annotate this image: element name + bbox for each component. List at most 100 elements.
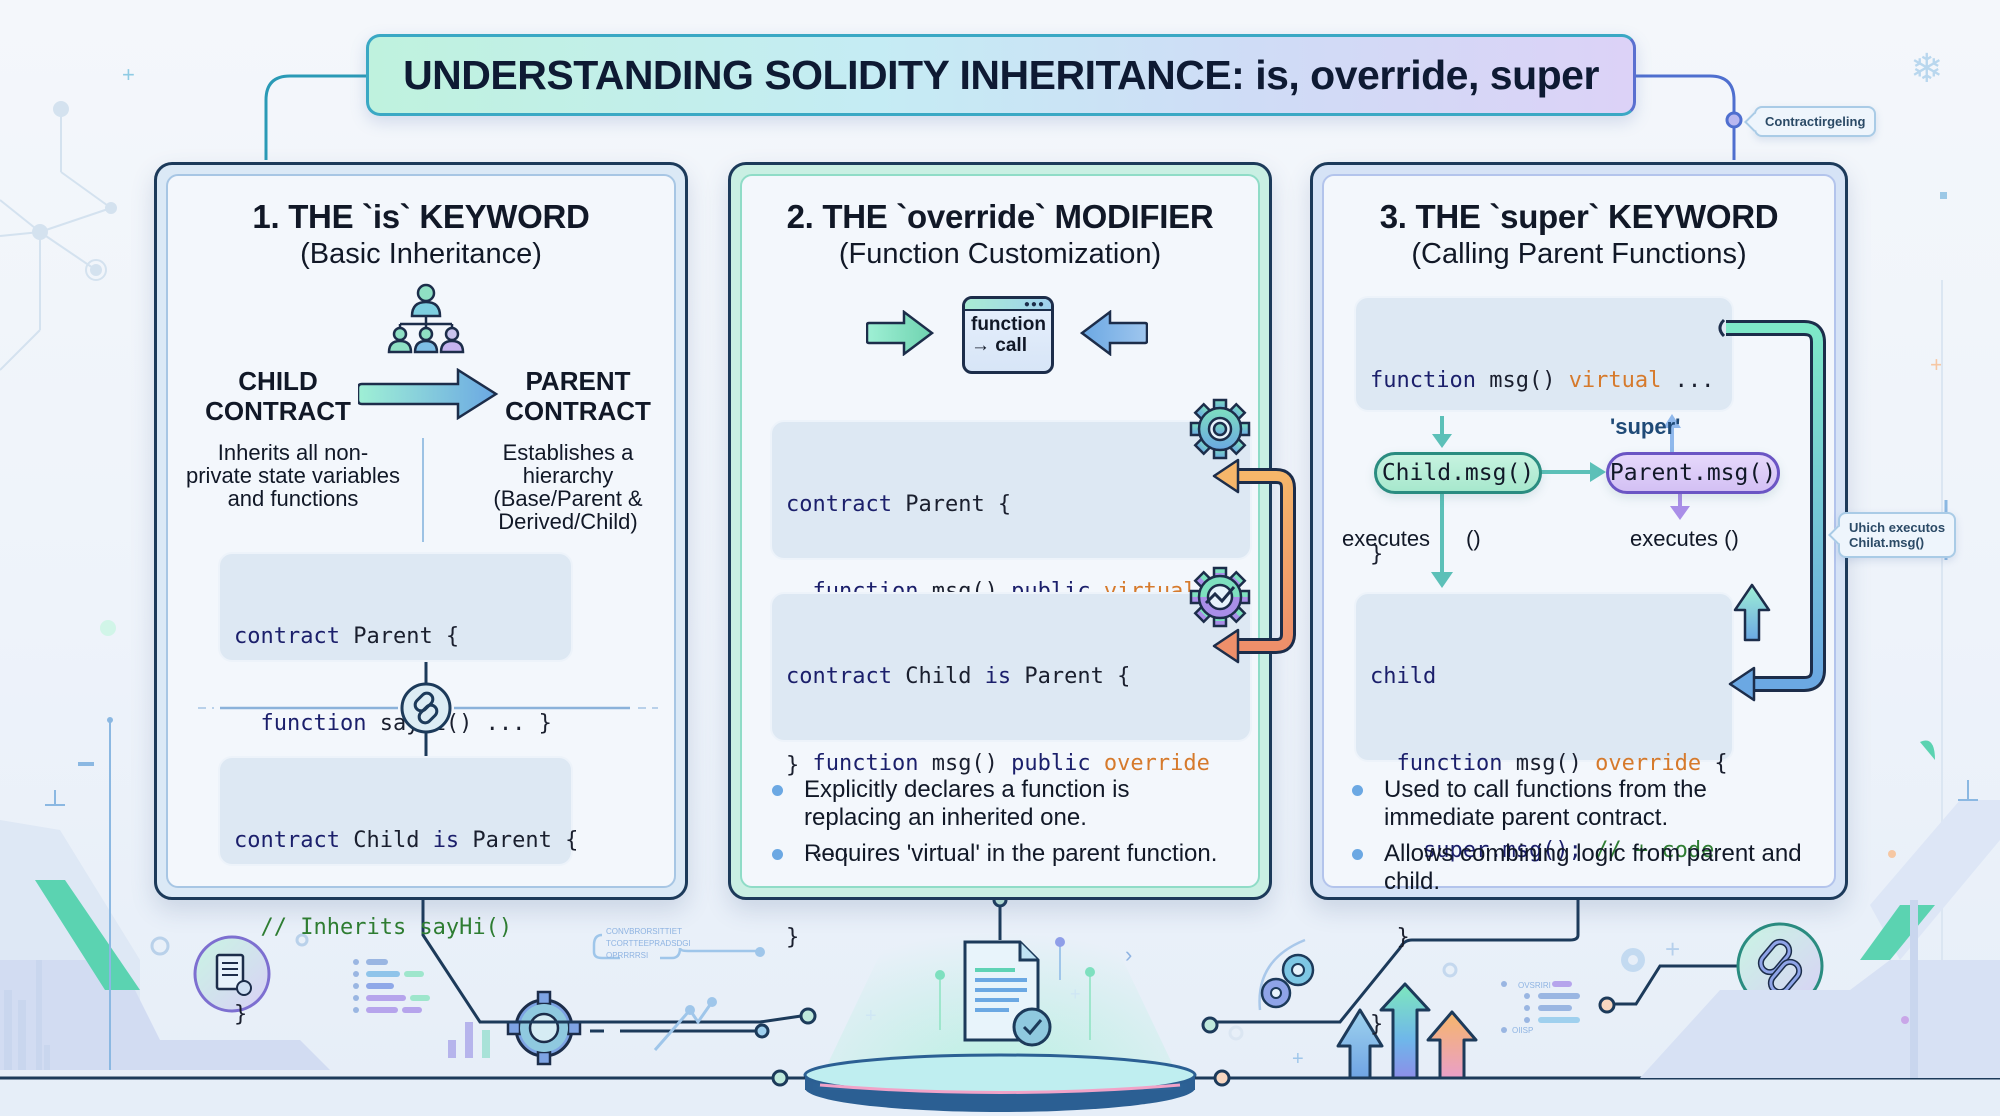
label-line: CONTRACT [505, 396, 651, 426]
function-box-line: → call [971, 335, 1027, 356]
code-text: msg() [918, 751, 1012, 776]
code-keyword: child [1370, 664, 1437, 689]
arrow-right-icon [358, 368, 499, 420]
panel-body: 2. THE `override` MODIFIER (Function Cus… [740, 174, 1260, 950]
bullet-text: Explicitly declares a function is [804, 776, 1130, 803]
desc-line: Establishes a [502, 440, 634, 465]
callout-text: Uhich executos [1849, 520, 1946, 535]
callout-top-right: Contractirgeling [1754, 106, 1877, 137]
super-loop-arrow-icon [1718, 318, 1826, 702]
code-comment: // + code [1595, 838, 1715, 863]
document-icon [193, 935, 271, 1013]
gear-icon [1189, 398, 1251, 460]
hierarchy-icon [387, 283, 465, 354]
code-text: } [786, 925, 800, 950]
divider [422, 438, 424, 542]
tiny-text: OIISP [1512, 1026, 1533, 1035]
desc-line: and functions [227, 486, 359, 511]
code-text: Parent { [459, 828, 579, 853]
list-decoration [353, 959, 430, 1013]
child-msg-pill: Child.msg() [1374, 452, 1542, 494]
desc-line: private state variables [186, 463, 400, 488]
gear-icon [506, 990, 582, 1066]
override-arrow-icon [1212, 458, 1296, 664]
tiny-text: TCORTTEEPRADSDGI [606, 939, 691, 948]
panel-body: 1. THE `is` KEYWORD (Basic Inheritance) … [166, 174, 676, 1027]
code-text: super.msg(); [1370, 838, 1596, 863]
code-block-parent: contract Parent { function sayHi() ... }… [218, 552, 573, 823]
list-decoration [1501, 981, 1580, 1033]
parent-msg-pill: Parent.msg() [1606, 452, 1780, 494]
parent-executes-label: executes () [1630, 526, 1739, 551]
code-modifier: override [1595, 751, 1702, 776]
code-text: } [1370, 1012, 1384, 1037]
link-connector [198, 662, 658, 756]
code-text: Child [339, 828, 433, 853]
callout-text: Contractirgeling [1765, 114, 1866, 129]
callout-side-right: Uhich executos Chilat.msg() [1838, 512, 1957, 558]
code-keyword: function [1370, 368, 1476, 393]
gear-icon [1621, 948, 1645, 972]
parent-description: Establishes a hierarchy (Base/Parent & D… [468, 441, 668, 533]
sparkle-icon: + [1930, 352, 1943, 377]
code-keyword: function [786, 751, 919, 776]
snowflake-icon: ❄ [1910, 47, 1944, 91]
desc-line: (Base/Parent & [493, 486, 643, 511]
code-text: Parent { [339, 624, 460, 649]
code-text: ... [1661, 368, 1715, 393]
code-block-parent: function msg() virtual ... ... } [1354, 296, 1734, 567]
title-banner: UNDERSTANDING SOLIDITY INHERITANCE: is, … [366, 34, 1636, 116]
arrow-left-icon [1080, 310, 1148, 356]
code-keyword: is [432, 828, 460, 853]
code-text: } [1370, 542, 1384, 567]
panel-subheading: (Calling Parent Functions) [1411, 238, 1747, 270]
panel-heading: 2. THE `override` MODIFIER [786, 198, 1214, 235]
code-keyword: is [984, 664, 1012, 689]
desc-line: Derived/Child) [498, 509, 638, 534]
code-block-child: contract Child is Parent { // Inherits s… [218, 756, 578, 1027]
child-executes-parens: () [1466, 526, 1481, 551]
code-keyword: contract [234, 828, 340, 853]
desc-line: hierarchy [522, 463, 614, 488]
svg-text:+: + [865, 1005, 877, 1027]
bullet-text: Allows combining logic from parent and c… [1384, 840, 1802, 895]
code-text: msg() [1475, 368, 1569, 393]
child-description: Inherits all non- private state variable… [178, 441, 408, 510]
function-call-box: ●●● function → call [962, 296, 1054, 374]
code-comment: // Inherits sayHi() [234, 915, 513, 940]
panel-subheading: (Function Customization) [838, 238, 1162, 270]
network-decoration [0, 101, 117, 371]
svg-text:+: + [1070, 984, 1081, 1004]
bullet-text: replacing an inherited one. [804, 804, 1087, 831]
svg-text:+: + [1292, 1048, 1304, 1070]
code-text: Parent { [891, 492, 1012, 517]
gears-icon [1258, 938, 1315, 1011]
growth-arrows-icon [1336, 982, 1478, 1080]
code-keyword: function [1370, 751, 1503, 776]
bar-chart-icon [448, 1022, 490, 1058]
super-flow-arrows [1431, 414, 1690, 588]
arrow-up-icon [1733, 583, 1771, 642]
bullet-item: Allows combining logic from parent and c… [1350, 840, 1850, 896]
panel-heading: 1. THE `is` KEYWORD [252, 198, 590, 235]
tiny-text: CONVBRORSITTIET [606, 927, 682, 936]
link-icon [1736, 922, 1824, 1010]
callout-text: Chilat.msg() [1849, 535, 1925, 550]
gear-chart-icon [1189, 566, 1251, 628]
function-box-line: function [971, 314, 1046, 335]
sparkle-icon: + [122, 62, 135, 87]
code-text: } [234, 1002, 248, 1027]
code-text: msg() [1502, 751, 1596, 776]
code-text: } [786, 753, 800, 778]
label-line: CHILD [238, 366, 318, 396]
code-keyword: contract [786, 664, 892, 689]
code-text: ... [786, 838, 853, 863]
parent-contract-label: PARENT CONTRACT [498, 366, 658, 426]
label-line: CONTRACT [205, 396, 351, 426]
super-label: 'super' [1610, 414, 1681, 439]
panel-override-modifier: 2. THE `override` MODIFIER (Function Cus… [728, 162, 1272, 950]
